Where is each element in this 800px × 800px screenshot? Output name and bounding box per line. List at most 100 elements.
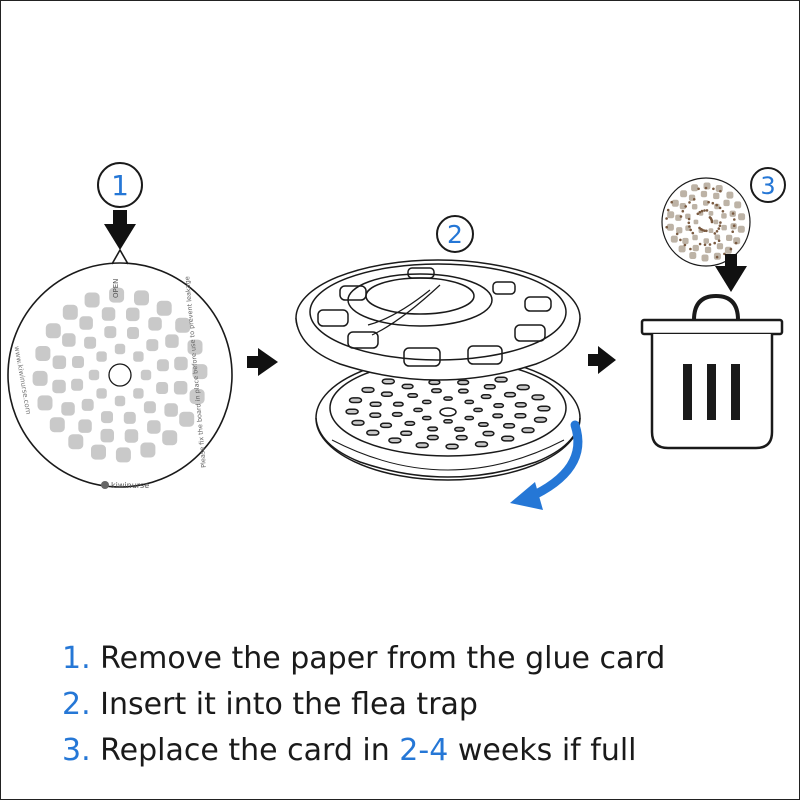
debris-speck [729,247,733,251]
pad-square [164,403,178,417]
pad-square [666,223,674,231]
pad-square [493,403,505,409]
pad-square [503,391,517,398]
pad-square [126,307,140,322]
debris-speck [684,205,687,208]
pad-square [61,402,75,416]
debris-speck [712,187,715,191]
pad-square [101,307,116,321]
pad-square [430,388,442,394]
pad-square [127,327,139,339]
debris-speck [666,208,670,212]
debris-speck [734,241,738,245]
step-2-number: 2 [447,220,463,249]
debris-speck [704,186,708,190]
pad-square [175,317,191,333]
pad-square [79,316,93,330]
debris-speck [715,255,719,259]
pad-square [670,235,678,243]
debris-speck [688,201,691,204]
debris-speck [713,241,716,245]
debris-speck [691,231,695,235]
pad-square [421,415,432,421]
pad-square [415,442,429,449]
debris-speck [713,232,717,235]
pad-square [721,224,727,231]
pad-square [708,211,714,216]
pad-square [192,364,208,380]
step-3-index: 3. [62,733,91,768]
pad-square [37,395,53,411]
pad-square [348,397,363,404]
glue-card: OPEN www.kiwinurse.com Please fix the bo… [7,248,233,490]
pad-square [380,391,394,397]
debris-speck [715,203,718,207]
debris-speck [703,209,706,212]
debris-speck [731,212,735,215]
pad-square [455,434,468,441]
pad-square [679,203,686,210]
debris-speck [675,232,679,236]
pad-square [189,389,205,404]
pad-square [104,326,117,339]
debris-speck [717,239,721,242]
pad-square [531,394,545,401]
used-card-debris [665,182,746,262]
pad-square [682,237,689,245]
debris-speck [670,200,673,204]
step-3-instruction: 3. Replace the card in 2-4 weeks if full [62,728,782,774]
step-2-index: 2. [62,687,91,722]
pad-square [88,369,100,381]
pad-square [379,422,393,429]
pad-square [426,434,439,441]
down-arrow-icon [104,210,136,250]
pad-square [693,219,699,225]
pad-square [392,401,404,407]
pad-square [521,427,535,434]
pad-square [109,287,125,303]
pad-square [492,413,504,419]
pad-square [133,388,144,399]
pad-square [480,394,492,400]
debris-speck [688,225,691,228]
pad-square [369,401,382,408]
debris-speck [698,210,702,214]
trap-glue-pads [345,370,551,450]
pad-square [96,388,107,399]
pad-square [81,398,94,411]
pad-square [124,429,139,443]
pad-square [62,333,76,347]
pad-square [716,243,724,250]
debris-speck [719,189,722,193]
pad-square [482,430,495,437]
debris-speck [732,224,736,227]
step-3-marker: 3 [750,167,786,203]
step-3-text-pre: Replace the card in [100,733,400,768]
pad-square [714,234,721,240]
pad-square [96,351,107,362]
pad-square [473,407,483,413]
pad-square [703,238,709,244]
debris-speck [705,229,708,233]
pad-square [146,339,159,352]
pad-square [474,441,489,448]
pad-square [179,411,195,427]
pad-square [174,356,188,371]
card-brand: kiwinurse [111,481,149,490]
step-2-instruction: 2. Insert it into the flea trap [62,682,782,728]
pad-square [713,219,719,225]
brand-logo-icon [101,481,109,489]
pad-square [701,254,709,262]
debris-speck [715,230,719,233]
debris-speck [681,209,685,213]
step-1-number: 1 [111,169,129,202]
pad-square [404,420,416,426]
debris-speck [698,242,702,246]
pad-square [738,213,746,221]
debris-speck [687,221,691,225]
pad-square [140,369,152,381]
pad-square [483,383,496,390]
pad-square [45,323,61,339]
debris-speck [703,229,706,232]
